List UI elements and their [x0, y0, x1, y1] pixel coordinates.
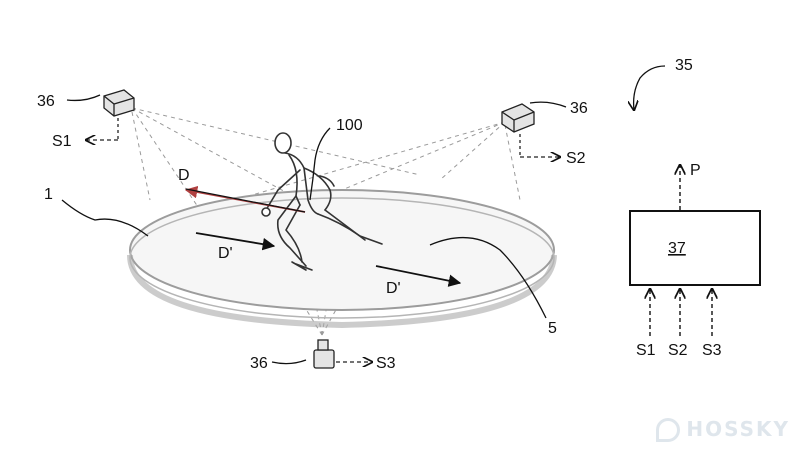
direction-arrow-dprime-right — [375, 265, 462, 287]
label-input-s2: S2 — [668, 342, 688, 359]
label-output-p: P — [690, 162, 701, 179]
label-direction-dprime-left: D' — [218, 245, 233, 262]
label-subject: 100 — [336, 117, 363, 134]
ice-surface — [127, 189, 557, 329]
label-camera-top-right: 36 — [570, 100, 588, 117]
label-input-s1: S1 — [636, 342, 656, 359]
label-direction-dprime-right: D' — [386, 280, 401, 297]
skater-figure — [261, 132, 383, 271]
label-direction-d: D — [178, 167, 190, 184]
label-signal-s3-bottom: S3 — [376, 355, 396, 372]
camera-top-left — [86, 89, 135, 140]
camera-top-right — [501, 103, 560, 157]
watermark: HOSSKY — [656, 416, 790, 442]
label-camera-top-left: 36 — [37, 93, 55, 110]
label-processor: 37 — [668, 240, 686, 257]
diagram-labels: 35 36 S1 36 S2 100 1 D D' D' 5 36 S3 P 3… — [37, 57, 722, 372]
leader-lines — [61, 65, 666, 365]
direction-arrows — [184, 185, 462, 287]
label-signal-s2-right: S2 — [566, 150, 586, 167]
label-rink: 1 — [44, 186, 53, 203]
camera-bottom — [313, 339, 372, 369]
label-system: 35 — [675, 57, 693, 74]
label-input-s3: S3 — [702, 342, 722, 359]
watermark-text: HOSSKY — [686, 416, 790, 441]
system-arrow — [634, 65, 666, 110]
direction-arrow-dprime-left — [195, 232, 276, 251]
label-signal-s1-left: S1 — [52, 133, 72, 150]
watermark-logo-icon — [656, 418, 681, 442]
label-camera-bottom: 36 — [250, 355, 268, 372]
label-surface: 5 — [548, 320, 557, 337]
processor-block — [629, 165, 761, 336]
